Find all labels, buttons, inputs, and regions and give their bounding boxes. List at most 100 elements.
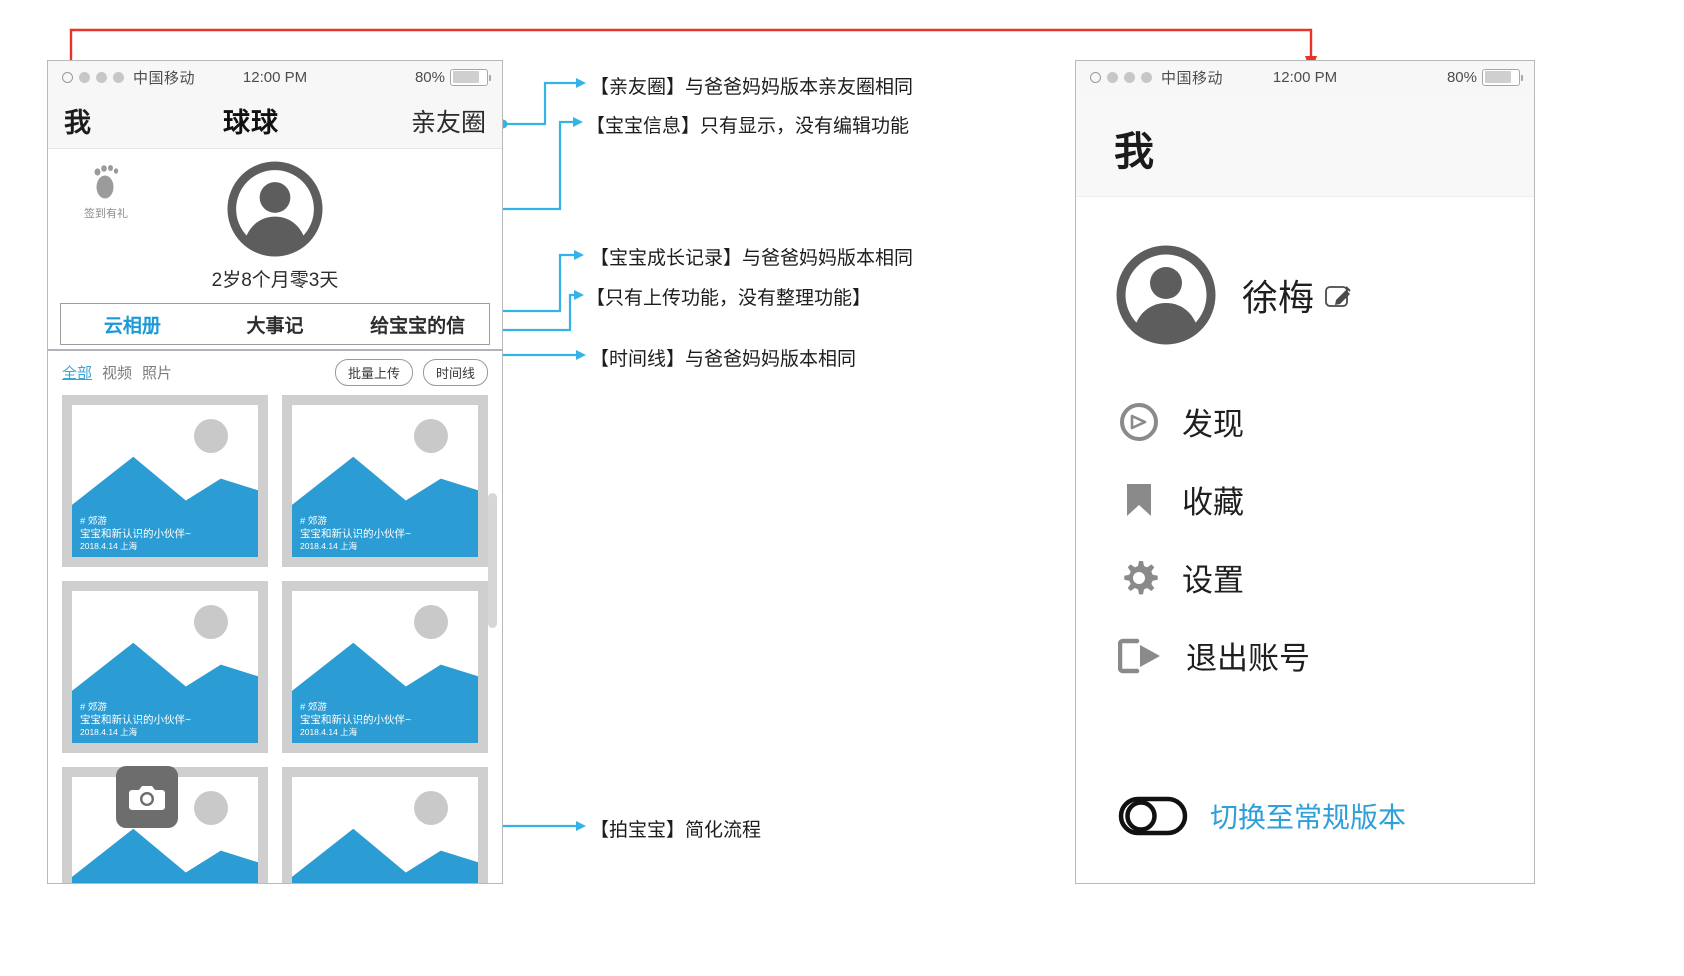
sun-shape-icon: [414, 605, 448, 639]
nav-me-button[interactable]: 我: [64, 108, 91, 138]
toggle-switch-icon[interactable]: [1118, 795, 1188, 837]
camera-icon: [129, 786, 165, 810]
mountain-graphic: [72, 828, 258, 883]
logout-icon: [1118, 638, 1160, 673]
caption-meta: 2018.4.14 上海: [300, 727, 358, 738]
mountain-graphic: [292, 456, 478, 557]
annotation-text: 【只有上传功能，没有整理功能】: [586, 288, 872, 309]
photo-caption: # 郊游 宝宝和新认识的小伙伴~ 2018.4.14 上海: [300, 516, 472, 552]
battery-group: 80%: [414, 68, 491, 86]
gear-icon: [1124, 560, 1158, 594]
caption-meta: 2018.4.14 上海: [80, 727, 138, 738]
version-switch-label: 切换至常规版本: [1210, 802, 1407, 833]
avatar-icon: [227, 161, 323, 257]
menu-item-logout[interactable]: 退出账号: [1118, 633, 1534, 678]
footprint-icon: [94, 165, 119, 199]
photo-card[interactable]: # 郊游 宝宝和新认识的小伙伴~ 2018.4.14 上海: [62, 395, 268, 567]
checkin-button[interactable]: 签到有礼: [70, 163, 142, 221]
page-title: 球球: [222, 108, 279, 138]
arrow-note4: [574, 290, 584, 300]
photo-caption: # 郊游 宝宝和新认识的小伙伴~ 2018.4.14 上海: [80, 516, 252, 552]
filter-photo[interactable]: 照片: [142, 364, 173, 382]
photo-card[interactable]: [282, 767, 488, 883]
sun-shape-icon: [414, 419, 448, 453]
connector-qinyouquan: [503, 81, 578, 126]
tab-underline: [48, 349, 502, 351]
sun-shape-icon: [194, 605, 228, 639]
compass-icon: [1120, 402, 1158, 441]
nav-bar-left: 我 球球 亲友圈: [48, 93, 502, 149]
baby-age-label: 2岁8个月零3天: [211, 270, 339, 291]
account-menu: 发现 收藏 设置 退出账号: [1076, 345, 1534, 678]
sun-shape-icon: [194, 419, 228, 453]
battery-percent: 80%: [1446, 68, 1477, 86]
baby-avatar[interactable]: [227, 161, 323, 262]
caption-text: 宝宝和新认识的小伙伴~: [80, 714, 192, 727]
menu-item-favorites[interactable]: 收藏: [1118, 477, 1534, 522]
filter-all[interactable]: 全部: [62, 364, 93, 382]
timeline-button[interactable]: 时间线: [422, 358, 488, 386]
caption-text: 宝宝和新认识的小伙伴~: [80, 528, 192, 541]
annotation-text: 【拍宝宝】简化流程: [590, 820, 762, 841]
profile-zone: 签到有礼 2岁8个月零3天: [48, 149, 502, 299]
bookmark-icon: [1127, 483, 1151, 516]
menu-label: 退出账号: [1186, 641, 1310, 676]
caption-tag: # 郊游: [300, 702, 327, 714]
batch-upload-button[interactable]: 批量上传: [334, 358, 413, 386]
mountain-graphic: [292, 642, 478, 743]
menu-item-settings[interactable]: 设置: [1118, 555, 1534, 600]
phone-mockup-right: 中国移动 12:00 PM 80% 我 徐梅: [1075, 60, 1535, 884]
profile-row[interactable]: 徐梅: [1076, 197, 1534, 345]
caption-meta: 2018.4.14 上海: [80, 541, 138, 552]
caption-tag: # 郊游: [80, 516, 107, 528]
user-name: 徐梅: [1242, 277, 1315, 318]
photo-card[interactable]: # 郊游 宝宝和新认识的小伙伴~ 2018.4.14 上海: [282, 581, 488, 753]
caption-text: 宝宝和新认识的小伙伴~: [300, 528, 412, 541]
edit-pencil-icon[interactable]: [1324, 280, 1354, 310]
menu-item-discover[interactable]: 发现: [1118, 399, 1534, 444]
filter-video[interactable]: 视频: [102, 364, 133, 382]
annotation-text: 【宝宝成长记录】与爸爸妈妈版本相同: [590, 248, 914, 269]
annotation-text: 【亲友圈】与爸爸妈妈版本亲友圈相同: [590, 77, 914, 98]
mountain-graphic: [72, 642, 258, 743]
tab-cloud-album[interactable]: 云相册: [103, 315, 161, 337]
filter-row: 全部 视频 照片 批量上传 时间线: [48, 351, 502, 393]
filter-actions: 批量上传 时间线: [334, 358, 488, 386]
avatar-icon: [1116, 245, 1216, 345]
nav-qinyouquan-button[interactable]: 亲友圈: [410, 108, 486, 137]
battery-group: 80%: [1446, 68, 1523, 86]
carrier-label: 中国移动: [1161, 69, 1224, 87]
mountain-graphic: [292, 828, 478, 883]
user-name-row: 徐梅: [1242, 269, 1354, 321]
tab-relatives[interactable]: 亲人: [489, 304, 502, 346]
photo-card[interactable]: # 郊游 宝宝和新认识的小伙伴~ 2018.4.14 上海: [282, 395, 488, 567]
annotation-text: 【时间线】与爸爸妈妈版本相同: [590, 349, 857, 370]
status-bar-left: 中国移动 12:00 PM 80%: [48, 61, 502, 93]
version-switch-row[interactable]: 切换至常规版本: [1118, 795, 1406, 837]
checkin-label: 签到有礼: [84, 208, 128, 220]
photo-grid: # 郊游 宝宝和新认识的小伙伴~ 2018.4.14 上海 # 郊游 宝宝和新认…: [48, 393, 502, 883]
tab-strip: 云相册 大事记 给宝宝的信 亲人: [60, 303, 490, 345]
tab-milestones[interactable]: 大事记: [246, 315, 304, 337]
battery-icon: [450, 68, 491, 86]
battery-percent: 80%: [414, 68, 445, 86]
signal-dots-icon: [1090, 71, 1152, 83]
photo-caption: # 郊游 宝宝和新认识的小伙伴~ 2018.4.14 上海: [300, 702, 472, 738]
carrier-label: 中国移动: [133, 69, 196, 87]
photo-caption: # 郊游 宝宝和新认识的小伙伴~ 2018.4.14 上海: [80, 702, 252, 738]
battery-icon: [1482, 68, 1523, 86]
caption-tag: # 郊游: [80, 702, 107, 714]
grid-scrollbar[interactable]: [488, 493, 497, 628]
arrow-note1: [576, 78, 586, 88]
photo-card[interactable]: # 郊游 宝宝和新认识的小伙伴~ 2018.4.14 上海: [62, 581, 268, 753]
menu-label: 发现: [1182, 407, 1244, 442]
signal-dots-icon: [62, 71, 124, 83]
menu-label: 设置: [1182, 563, 1244, 598]
tab-letters[interactable]: 给宝宝的信: [370, 315, 466, 337]
sun-shape-icon: [414, 791, 448, 825]
camera-fab-button[interactable]: [116, 766, 178, 828]
status-bar-right: 中国移动 12:00 PM 80%: [1076, 61, 1534, 93]
page-title-me: 我: [1114, 130, 1154, 174]
arrow-note5: [576, 350, 586, 360]
